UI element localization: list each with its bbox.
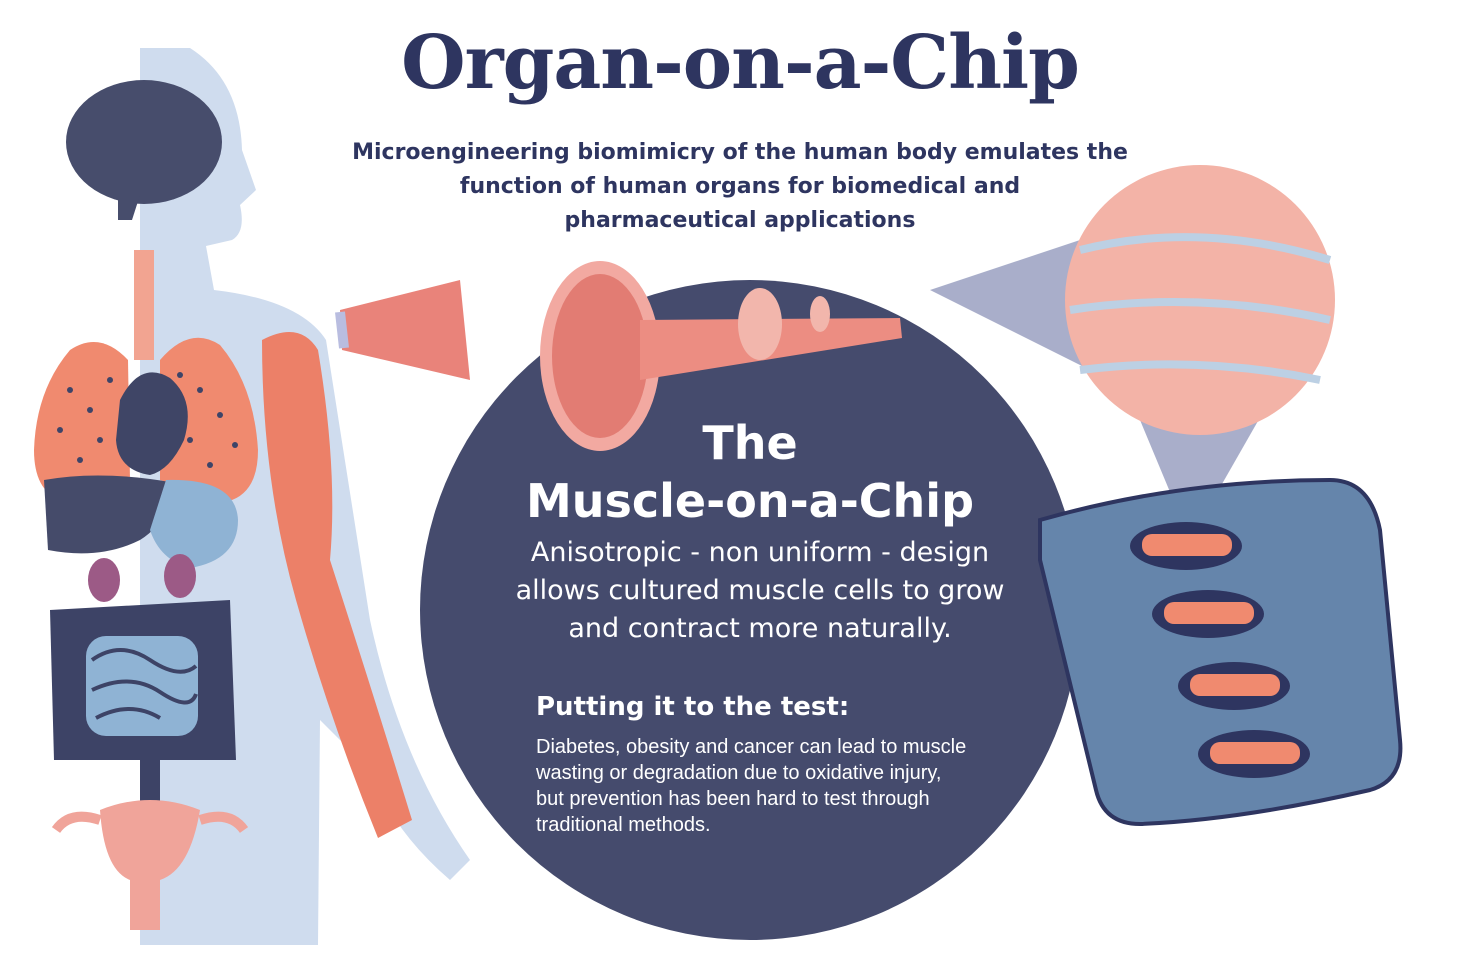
muscle-chip-description: Anisotropic - non uniform - design allow…: [460, 534, 1060, 648]
muscle-chip-device-icon: [1038, 477, 1403, 827]
kidneys-icon: [88, 554, 196, 602]
page-title: Organ-on-a-Chip: [401, 20, 1080, 106]
muscle-chip-heading-line: The: [702, 416, 798, 470]
lungs-icon: [34, 337, 258, 500]
test-body-line: wasting or degradation due to oxidative …: [536, 762, 942, 784]
heart-icon: [116, 372, 188, 475]
test-body-line: Diabetes, obesity and cancer can lead to…: [536, 736, 967, 758]
muscle-chip-heading-line: Muscle-on-a-Chip: [525, 474, 974, 528]
subtitle-line: function of human organs for biomedical …: [459, 174, 1021, 199]
subtitle-line: Microengineering biomimicry of the human…: [352, 140, 1128, 165]
muscle-chip-description-line: Anisotropic - non uniform - design: [530, 537, 990, 568]
muscle-chip-description-line: and contract more naturally.: [568, 613, 952, 644]
stomach-icon: [150, 479, 238, 568]
muscle-chip-heading: The Muscle-on-a-Chip: [470, 414, 1030, 530]
test-body-line: but prevention has been hard to test thr…: [536, 788, 930, 810]
trachea-icon: [134, 250, 154, 360]
subtitle-line: pharmaceutical applications: [564, 208, 916, 233]
arm-muscle-icon: [262, 332, 412, 838]
muscle-bundle-illustration: [335, 261, 902, 451]
subtitle: Microengineering biomimicry of the human…: [300, 136, 1180, 238]
test-heading: Putting it to the test:: [536, 692, 850, 722]
uterus-icon: [51, 800, 249, 930]
test-body-line: traditional methods.: [536, 814, 711, 836]
muscle-chip-description-line: allows cultured muscle cells to grow: [515, 575, 1005, 606]
liver-icon: [44, 475, 171, 554]
test-body: Diabetes, obesity and cancer can lead to…: [536, 734, 1026, 838]
brain-icon: [66, 80, 222, 220]
intestines-icon: [50, 600, 236, 810]
magnified-muscle-fibers-icon: [930, 165, 1335, 540]
